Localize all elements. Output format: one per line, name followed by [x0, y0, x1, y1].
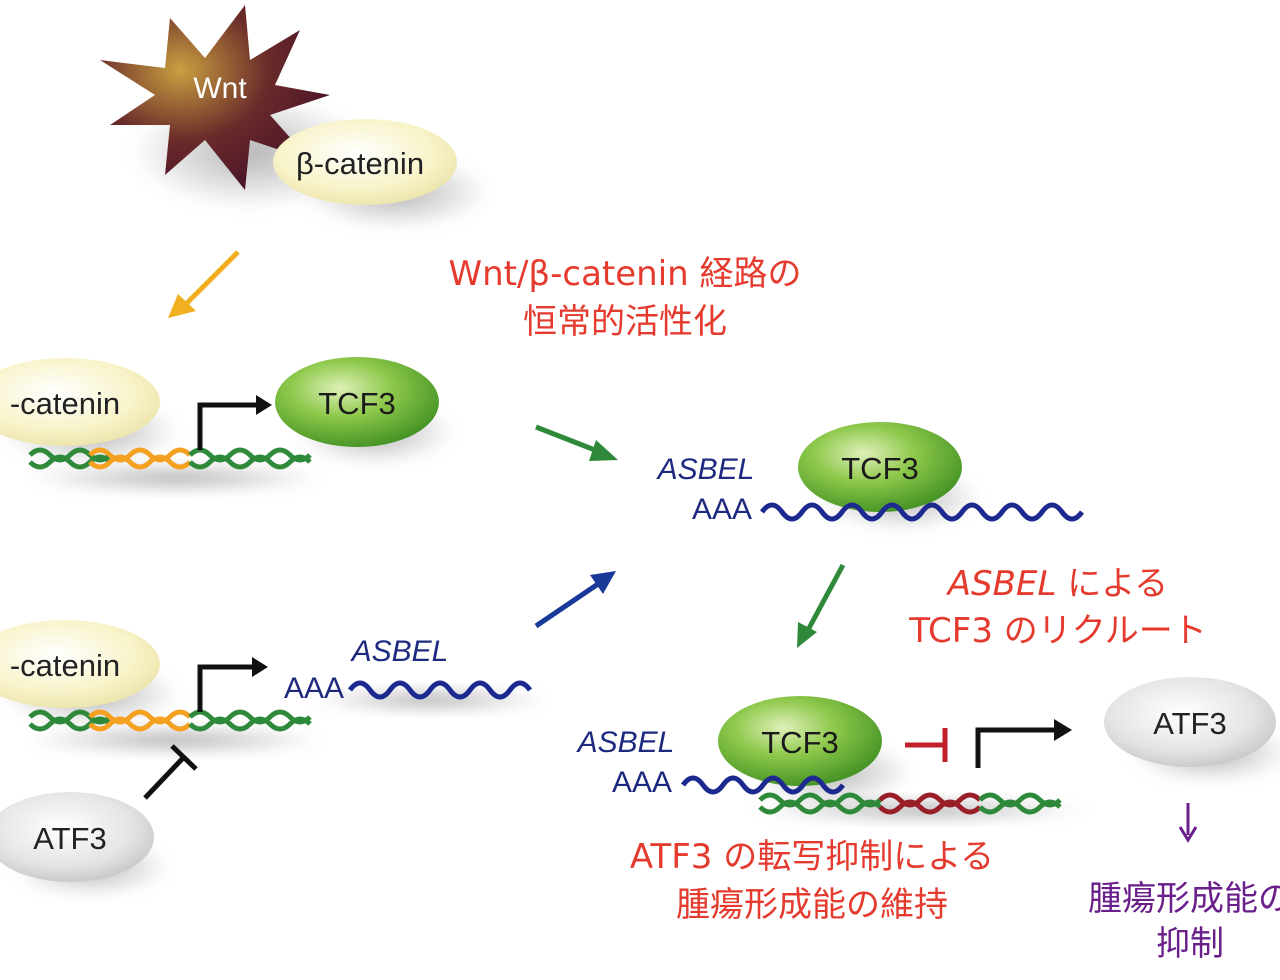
beta-catenin-top: β-catenin [273, 119, 490, 230]
beta-catenin-top-label: β-catenin [296, 146, 424, 181]
arrow-tcf3-to-complex [535, 424, 618, 461]
aaa-complex-label: AAA [692, 493, 752, 526]
recruit-annotation: ASBEL による TCF3 のリクルート [908, 564, 1207, 651]
asbel-complex-label: ASBEL [656, 453, 755, 486]
asbel-row3-label: ASBEL [350, 635, 449, 668]
atf3-left-ellipse [0, 792, 154, 882]
beta-catenin-row2-ellipse [0, 358, 160, 446]
asbel-rna-repression [680, 775, 846, 795]
wnt-label: Wnt [193, 72, 247, 105]
atf3-right: ATF3 [1104, 677, 1280, 784]
dna-atf3-promoter [758, 792, 1062, 815]
tcf3-repression-label: TCF3 [761, 725, 839, 760]
repress-annotation: ATF3 の転写抑制による 腫瘍形成能の維持 [630, 837, 994, 925]
asbel-transcript-row3: ASBEL AAA [284, 635, 550, 714]
suppress-line2: 抑制 [1156, 924, 1224, 964]
beta-catenin-row2: -catenin [0, 358, 180, 466]
pathway-activation-annotation: Wnt/β-catenin 経路の 恒常的活性化 [448, 254, 801, 342]
beta-catenin-row3-label: -catenin [10, 648, 120, 683]
atf3-left-label: ATF3 [33, 821, 107, 856]
dna-row2 [25, 447, 325, 494]
beta-catenin-row3: -catenin [0, 620, 180, 728]
wnt-star-shape [100, 5, 330, 190]
repress-line1: ATF3 の転写抑制による [630, 837, 994, 877]
tss-arrow-row3 [197, 657, 268, 712]
asbel-rna-complex [759, 502, 1085, 522]
pathway-line2: 恒常的活性化 [523, 302, 727, 342]
arrow-asbel-to-complex [534, 571, 616, 629]
beta-catenin-top-ellipse [273, 119, 457, 205]
tcf3-row2: TCF3 [275, 357, 455, 466]
tcf3-complex-ellipse [798, 422, 962, 512]
beta-catenin-row2-label: -catenin [10, 386, 120, 421]
dna-atf3-red-segment [878, 792, 982, 808]
tss-arrow-atf3 [975, 719, 1072, 768]
arrow-atf3-down [1178, 803, 1198, 843]
repress-line2: 腫瘍形成能の維持 [676, 885, 948, 925]
recruit-line2: TCF3 のリクルート [908, 611, 1207, 651]
atf3-inhibition-bar [143, 744, 198, 800]
dna-row2-orange [88, 447, 192, 463]
repression-bar [905, 728, 948, 762]
aaa-row3-label: AAA [284, 672, 344, 705]
beta-catenin-row3-ellipse [0, 620, 160, 708]
tcf3-row2-label: TCF3 [318, 386, 396, 421]
dna-row2-green-right [188, 447, 312, 463]
recruit-line1-rest: による [1056, 564, 1168, 604]
recruit-asbel-word: ASBEL [946, 564, 1057, 604]
aaa-repression-label: AAA [612, 766, 672, 799]
dna-row3 [25, 709, 325, 756]
atf3-left: ATF3 [0, 792, 170, 898]
atf3-right-ellipse [1104, 677, 1276, 767]
asbel-repression-label: ASBEL [576, 726, 675, 759]
suppress-line1: 腫瘍形成能の [1088, 879, 1280, 919]
asbel-rna-row3 [347, 680, 533, 700]
arrow-wnt-to-nucleus [168, 250, 240, 318]
tcf3-complex-label: TCF3 [841, 451, 919, 486]
tcf3-repression-ellipse [718, 696, 882, 786]
atf3-right-label: ATF3 [1153, 706, 1227, 741]
suppress-annotation: 腫瘍形成能の 抑制 [1088, 879, 1280, 964]
pathway-line1: Wnt/β-catenin 経路の [448, 254, 801, 294]
recruit-line1: ASBEL による [946, 564, 1168, 604]
tss-arrow-row2 [197, 395, 272, 450]
arrow-recruit [797, 563, 846, 648]
tcf3-row2-ellipse [275, 357, 439, 447]
asbel-tcf3-complex: TCF3 ASBEL AAA [656, 422, 1085, 532]
